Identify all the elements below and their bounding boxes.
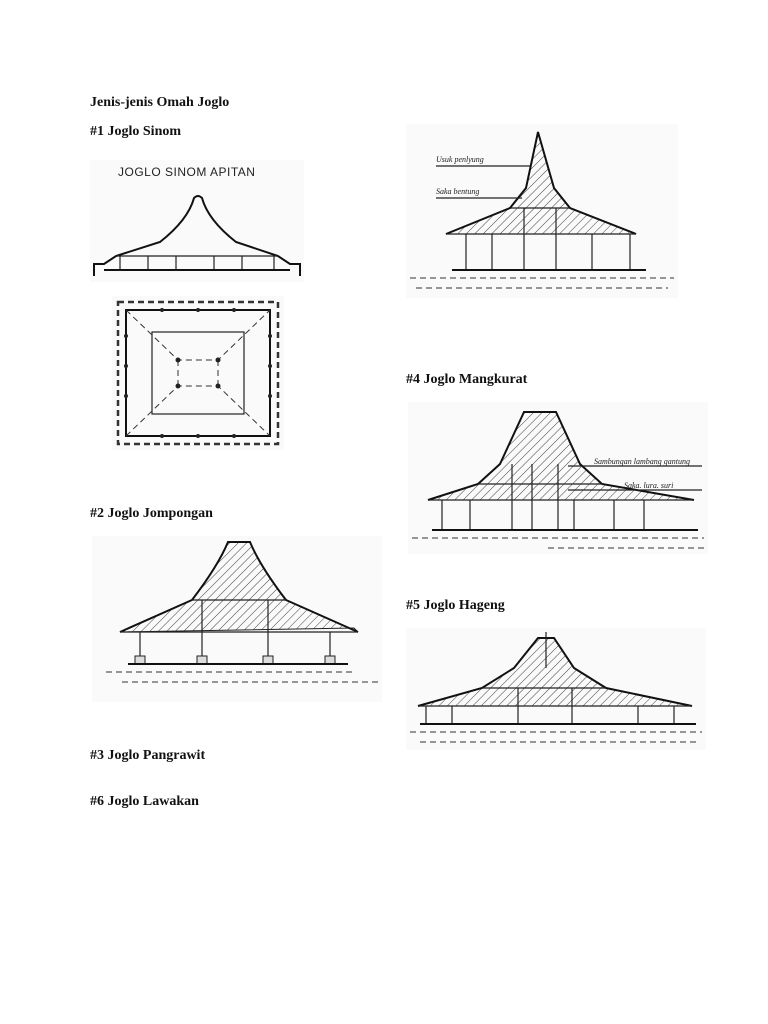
figure-joglo-sinom-plan xyxy=(112,296,284,450)
figure-joglo-sinom-detail: Usuk penlyung Saka bentung xyxy=(406,124,678,298)
figure-label-sinom-apitan: JOGLO SINOM APITAN xyxy=(118,165,255,179)
page-title: Jenis-jenis Omah Joglo xyxy=(90,95,230,110)
figure-joglo-jompongan xyxy=(92,536,382,702)
heading-joglo-sinom: #1 Joglo Sinom xyxy=(90,124,182,139)
heading-joglo-hageng: #5 Joglo Hageng xyxy=(406,598,505,613)
annotation-usuk-penlyung: Usuk penlyung xyxy=(436,155,484,164)
heading-joglo-pangrawit: #3 Joglo Pangrawit xyxy=(90,748,206,763)
heading-joglo-mangkurat: #4 Joglo Mangkurat xyxy=(406,372,528,387)
heading-joglo-jompongan: #2 Joglo Jompongan xyxy=(90,506,213,521)
figure-joglo-mangkurat: Sambungan lambang gantung Saka. lura. su… xyxy=(408,402,708,554)
figure-joglo-sinom-elevation: JOGLO SINOM APITAN xyxy=(90,160,304,282)
annotation-sambungan-lambang-gantung: Sambungan lambang gantung xyxy=(594,457,690,466)
annotation-saka-bentung: Saka bentung xyxy=(436,187,479,196)
figure-joglo-hageng xyxy=(406,628,706,750)
heading-joglo-lawakan: #6 Joglo Lawakan xyxy=(90,794,199,809)
annotation-saka-lura-suri: Saka. lura. suri xyxy=(624,481,673,490)
